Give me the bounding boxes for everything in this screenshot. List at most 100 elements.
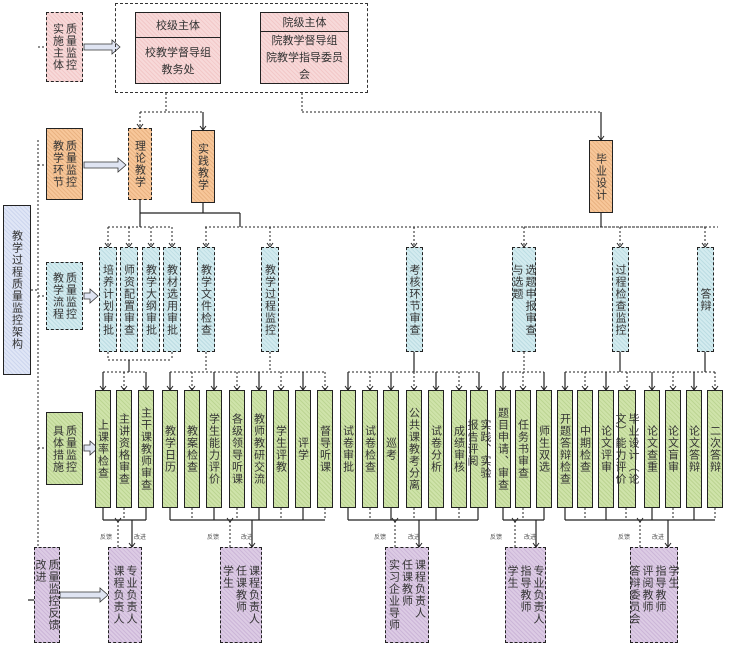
hollow-arrow-icon xyxy=(59,587,109,603)
measure-box: 论文盲审 xyxy=(665,390,681,508)
process-box: 过程检查监控 xyxy=(612,247,629,352)
process-box-text: 培养计划审批 xyxy=(101,263,115,336)
flow-label-feedback: 反馈 xyxy=(100,534,113,541)
process-box-text: 教学过程监控 xyxy=(263,263,277,336)
measure-box: 中期检查 xyxy=(577,390,593,508)
measure-box: 毕业设计（论 文）能力评价 xyxy=(614,390,640,508)
responsible-box-text: 专业负责人 课程负责人 xyxy=(112,565,138,625)
measure-box-text: 上课率检查 xyxy=(96,419,110,479)
measure-box-text: 二次答辩 xyxy=(708,425,722,473)
flow-label-improve: 改进 xyxy=(241,534,254,541)
measure-box-text: 教师教研交流 xyxy=(252,413,266,485)
row-label-text: 质量监控 具体措施 xyxy=(51,424,78,473)
responsible-box-text: 课程负责人 任课教师 实习企业导师 xyxy=(387,559,427,631)
measure-box-text: 学生评教 xyxy=(274,425,288,473)
stage-text: 理论教学 xyxy=(133,140,147,188)
row-label-text: 质量监控 教学环节 xyxy=(51,140,78,188)
row-label-text: 质量监控 实施主体 xyxy=(51,23,78,71)
measure-box: 巡考 xyxy=(383,390,399,508)
measure-box: 各级领导听课 xyxy=(229,390,245,508)
measure-box-text: 督导听课 xyxy=(318,425,332,473)
measure-box-text: 论文答辩 xyxy=(687,425,701,473)
stage-text: 毕业设计 xyxy=(594,152,608,201)
flow-label-feedback: 反馈 xyxy=(207,534,220,541)
flow-label-feedback: 反馈 xyxy=(618,534,631,541)
stage-theory-teaching: 理论教学 xyxy=(128,128,152,200)
stage-practice-teaching: 实践教学 xyxy=(191,130,215,203)
measure-box-text: 论文盲审 xyxy=(666,425,680,473)
row-label-feedback: 质量监控反馈 改进 xyxy=(34,547,60,643)
measure-box: 学生评教 xyxy=(273,390,289,508)
process-box: 答辩 xyxy=(697,247,714,352)
arrowhead-icon xyxy=(511,517,519,523)
process-box: 培养计划审批 xyxy=(99,247,117,352)
measure-box-text: 各级领导听课 xyxy=(230,413,244,485)
row-label-process: 质量监控 教学流程 xyxy=(46,262,83,330)
school-subject-box: 校级主体 校教学督导组 教务处 xyxy=(135,12,221,84)
process-box: 教材选用审批 xyxy=(163,247,181,352)
arrowhead-icon xyxy=(226,517,234,523)
college-subject-body: 院教学督导组 院教学指导委员会 xyxy=(266,34,343,81)
responsible-box: 专业负责人 指导教师 学生 xyxy=(505,547,546,643)
row-label-subject: 质量监控 实施主体 xyxy=(46,12,83,82)
hollow-arrow-icon xyxy=(83,440,99,456)
college-subject-box: 院级主体 院教学督导组 院教学指导委员会 xyxy=(260,12,349,84)
measure-box: 教师教研交流 xyxy=(251,390,267,508)
measure-box: 主干课教师审查 xyxy=(138,390,154,508)
measure-box-text: 学生能力评价 xyxy=(207,413,221,485)
process-box-text: 师资配置审查 xyxy=(122,263,136,336)
process-box-text: 教学大纲审批 xyxy=(144,263,158,336)
measure-box: 师生双选 xyxy=(536,390,552,508)
responsible-box: 课程负责人 任课教师 实习企业导师 xyxy=(385,547,429,643)
measure-box-text: 试卷检查 xyxy=(363,425,377,473)
measure-box-text: 巡考 xyxy=(384,437,398,461)
measure-box-text: 公共课教考分离 xyxy=(407,407,421,491)
responsible-box: 专业负责人 课程负责人 xyxy=(108,547,142,643)
measure-box: 公共课教考分离 xyxy=(406,390,422,508)
measure-box: 试卷检查 xyxy=(362,390,378,508)
process-box-text: 教学文件检查 xyxy=(199,263,213,336)
measure-box-text: 教学日历 xyxy=(163,425,177,473)
measure-box-text: 毕业设计（论 文）能力评价 xyxy=(614,413,640,485)
measure-box: 学生能力评价 xyxy=(206,390,222,508)
measure-box: 二次答辩 xyxy=(707,390,723,508)
process-box-text: 选题申报审查 与选题 xyxy=(511,263,537,336)
arrowhead-icon xyxy=(114,517,122,523)
row-label-measures: 质量监控 具体措施 xyxy=(46,412,83,485)
responsible-box: 学生 指导教师 评阅教师 答辩委员会 xyxy=(628,547,680,643)
flow-label-feedback: 反馈 xyxy=(490,534,503,541)
measure-box-text: 主讲资格审查 xyxy=(117,413,131,485)
measure-box-text: 试卷审批 xyxy=(341,425,355,473)
measure-box: 题目申请、审查 xyxy=(495,390,511,508)
measure-box: 成绩审核 xyxy=(451,390,467,508)
measure-box-text: 论文评审 xyxy=(599,425,613,473)
process-box: 教学过程监控 xyxy=(261,247,279,352)
measure-box: 试卷审批 xyxy=(340,390,356,508)
responsible-box: 课程负责人 任课教师 学生 xyxy=(220,547,262,643)
subject-container xyxy=(115,3,368,93)
row-label-stage: 质量监控 教学环节 xyxy=(46,128,83,200)
measure-box: 试卷分析 xyxy=(428,390,444,508)
process-box: 教学大纲审批 xyxy=(142,247,160,352)
school-subject-body: 校教学督导组 教务处 xyxy=(145,45,211,76)
responsible-box-text: 学生 指导教师 评阅教师 答辩委员会 xyxy=(628,565,680,625)
measure-box: 开题答辩检查 xyxy=(557,390,573,508)
measure-box: 上课率检查 xyxy=(95,390,111,508)
measure-box-text: 题目申请、审查 xyxy=(496,407,510,491)
measure-box: 教学日历 xyxy=(162,390,178,508)
measure-box: 任务书审查 xyxy=(515,390,531,508)
measure-box-text: 成绩审核 xyxy=(452,425,466,473)
responsible-box-text: 课程负责人 任课教师 学生 xyxy=(221,565,261,625)
measure-box-text: 教案检查 xyxy=(185,425,199,473)
measure-box-text: 师生双选 xyxy=(537,425,551,473)
hollow-arrow-icon xyxy=(83,39,121,55)
hollow-arrow-icon xyxy=(83,288,99,304)
measure-box: 实践、实验 报告评阅 xyxy=(466,390,492,508)
measure-box-text: 开题答辩检查 xyxy=(558,413,572,485)
measure-box-text: 论文查重 xyxy=(645,425,659,473)
process-box-text: 教材选用审批 xyxy=(165,263,179,336)
flow-label-improve: 改进 xyxy=(652,534,665,541)
measure-box-text: 中期检查 xyxy=(578,425,592,473)
process-box: 考核环节审查 xyxy=(406,247,423,352)
